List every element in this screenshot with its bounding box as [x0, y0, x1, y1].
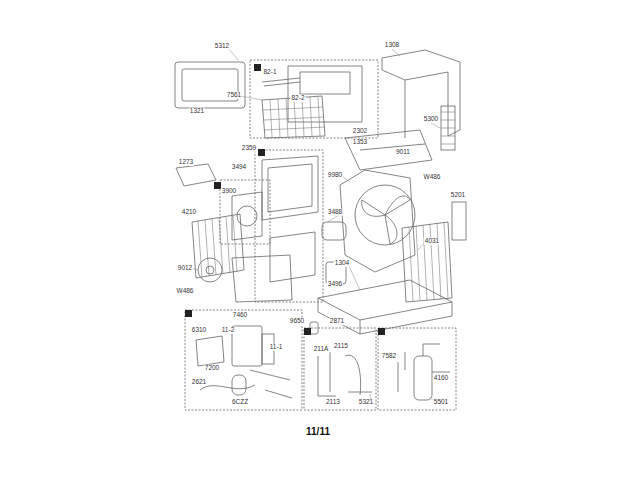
callout-number: 5312 [214, 43, 230, 50]
callout-number: 5501 [433, 399, 449, 406]
callout-number: 9011 [395, 149, 411, 156]
callout-number: 9012 [177, 265, 193, 272]
callout-number: 4160 [433, 375, 449, 382]
callout-number: 82-2 [290, 95, 305, 102]
callout-number: 2113 [325, 399, 341, 406]
callout-number: 3496 [327, 281, 343, 288]
frame [175, 62, 245, 108]
callout-number: 211A [313, 346, 330, 353]
callout-number: 4210 [181, 209, 197, 216]
callout-number: 5201 [450, 192, 466, 199]
callout-number: W486 [176, 288, 195, 295]
callout-number: 1308 [384, 42, 400, 49]
callout-number: 7460 [232, 312, 248, 319]
callout-number: 5300 [423, 116, 439, 123]
callout-number: 3488 [327, 209, 343, 216]
callout-number: 2621 [191, 379, 207, 386]
callout-number: 2871 [329, 318, 345, 325]
leader-lines [191, 49, 440, 402]
group-box [250, 60, 378, 138]
callout-number: 3900 [221, 188, 237, 195]
page-number: 11/11 [305, 427, 331, 437]
callout-number: 82-1 [262, 69, 277, 76]
callout-number: 1353 [352, 139, 368, 146]
callout-number: 7200 [204, 365, 220, 372]
callout-number: W486 [423, 174, 442, 181]
filter-grid [262, 96, 325, 138]
callout-number: 2302 [352, 128, 368, 135]
callout-number: 11-1 [269, 344, 284, 351]
callout-number: 7561 [226, 92, 242, 99]
callout-number: 1304 [334, 260, 350, 267]
callout-number: 1321 [189, 108, 205, 115]
callout-number: 9980 [327, 172, 343, 179]
callout-number: 3494 [231, 164, 247, 171]
callout-number: 5321 [358, 399, 374, 406]
callout-number: 1273 [178, 159, 194, 166]
callout-number: 2115 [333, 343, 349, 350]
callout-number: 7582 [381, 353, 397, 360]
callout-number: 6310 [191, 327, 207, 334]
callout-number: 4031 [424, 238, 440, 245]
coil [192, 214, 244, 278]
base-pan [318, 280, 452, 334]
callout-number: 9650 [289, 318, 305, 325]
callout-number: 6CZZ [231, 399, 249, 406]
callout-number: 2359 [241, 145, 257, 152]
callout-number: 11-2 [221, 327, 236, 334]
cabinet [382, 50, 460, 136]
